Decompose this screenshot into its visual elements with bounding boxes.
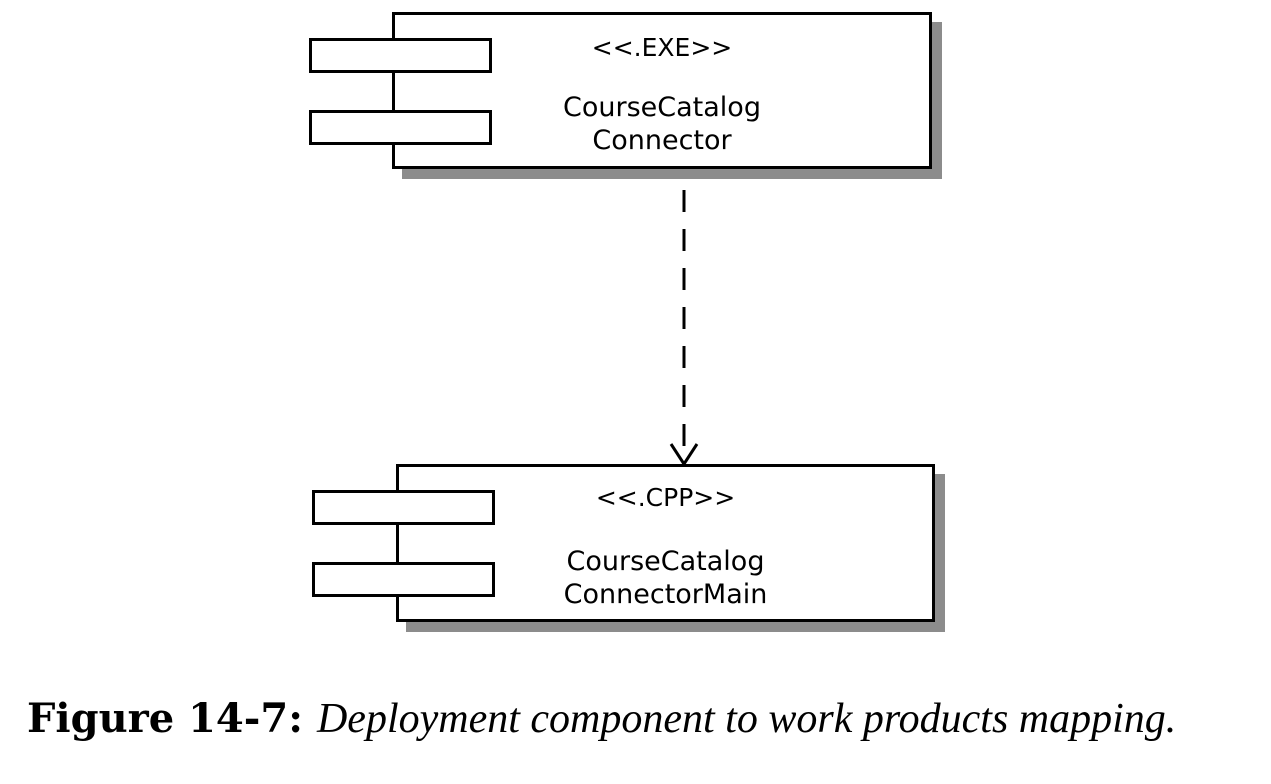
figure-caption-label: Figure 14-7:: [27, 695, 303, 742]
component-exe-name-line-2: Connector: [592, 125, 732, 156]
component-exe: <<.EXE>> CourseCatalog Connector: [392, 12, 932, 169]
component-exe-tab-lower: [309, 110, 492, 145]
component-cpp-tab-upper: [312, 490, 495, 525]
component-cpp-tab-lower: [312, 562, 495, 597]
component-exe-name: CourseCatalog Connector: [395, 91, 929, 157]
component-exe-name-line-1: CourseCatalog: [563, 92, 761, 123]
component-cpp-name-line-2: ConnectorMain: [563, 579, 768, 610]
component-cpp-stereotype: <<.CPP>>: [595, 483, 736, 512]
component-cpp-name: CourseCatalog ConnectorMain: [399, 545, 932, 611]
figure-caption: Figure 14-7: Deployment component to work…: [27, 694, 1176, 744]
dependency-arrowhead: [669, 443, 699, 467]
component-exe-stereotype: <<.EXE>>: [591, 33, 733, 62]
component-cpp-name-line-1: CourseCatalog: [566, 546, 765, 577]
figure-caption-text: Deployment component to work products ma…: [316, 696, 1177, 742]
component-cpp: <<.CPP>> CourseCatalog ConnectorMain: [396, 464, 935, 622]
component-exe-tab-upper: [309, 38, 492, 73]
